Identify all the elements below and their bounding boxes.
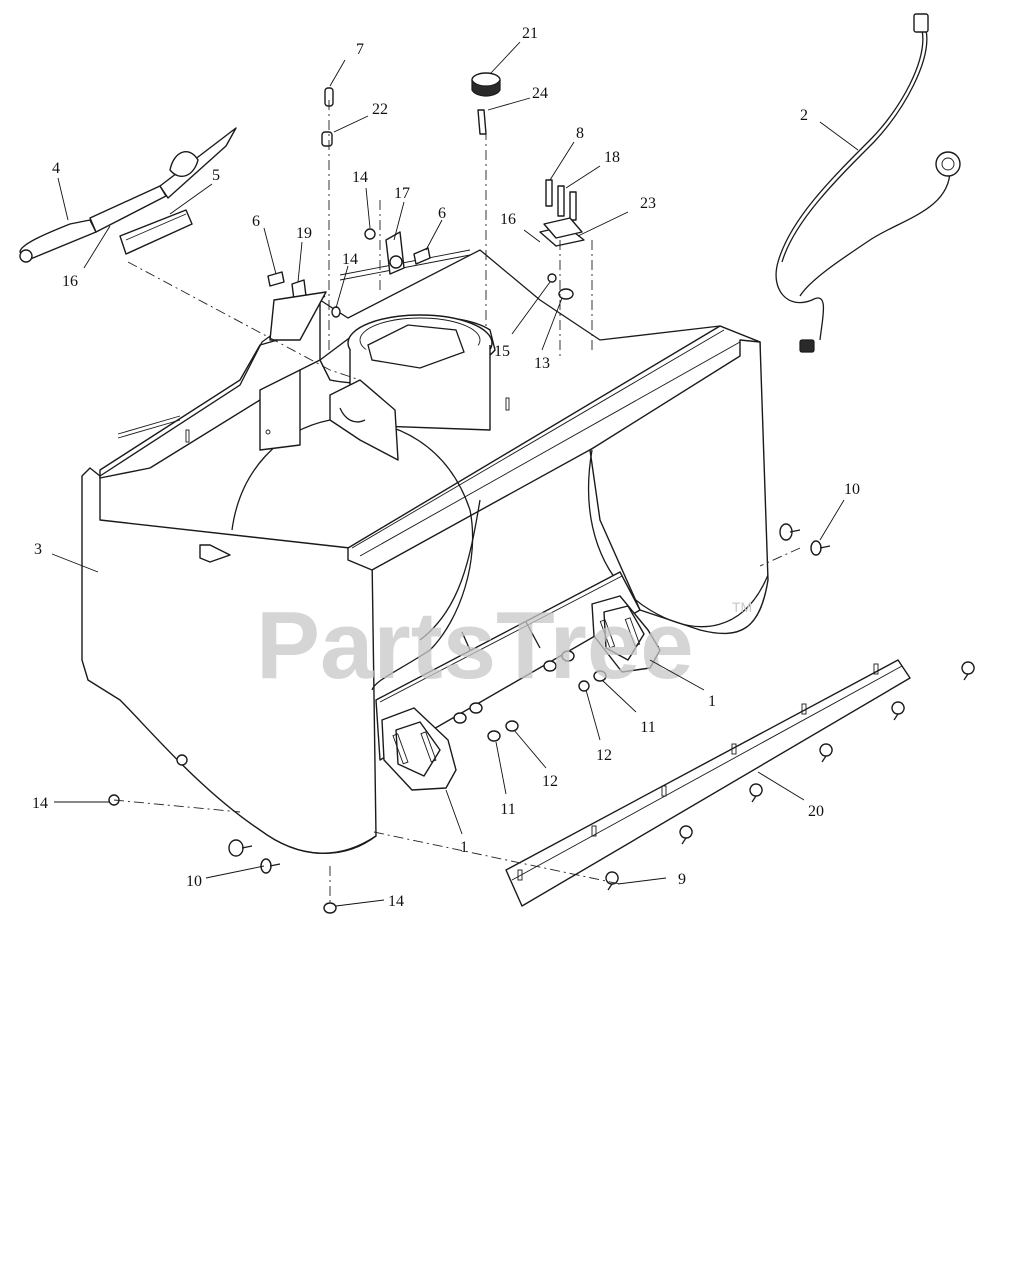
wire-harness bbox=[775, 13, 961, 353]
callout-11-right: 11 bbox=[640, 719, 655, 736]
callout-19: 19 bbox=[296, 225, 312, 242]
pin-bushing bbox=[321, 87, 334, 147]
callout-5: 5 bbox=[212, 167, 220, 184]
chute-crank bbox=[19, 127, 237, 263]
callout-21: 21 bbox=[522, 25, 538, 42]
callout-11-left: 11 bbox=[500, 801, 515, 818]
callout-14-mid: 14 bbox=[342, 251, 358, 268]
parts-tree-watermark: PartsTree TM bbox=[256, 592, 752, 699]
callout-3: 3 bbox=[34, 541, 42, 558]
watermark-brand: PartsTree bbox=[256, 592, 694, 699]
callout-12-right: 12 bbox=[596, 747, 612, 764]
callout-6-right: 6 bbox=[438, 205, 446, 222]
callout-1-right: 1 bbox=[708, 693, 716, 710]
callout-leaders bbox=[51, 41, 859, 907]
upper-hardware bbox=[267, 231, 431, 341]
callout-7: 7 bbox=[356, 41, 364, 58]
callout-22: 22 bbox=[372, 101, 388, 118]
bolt-set bbox=[539, 179, 585, 300]
watermark-trademark: TM bbox=[732, 599, 752, 615]
callout-15: 15 bbox=[494, 343, 510, 360]
crank-bracket bbox=[119, 209, 193, 255]
callout-16-right: 16 bbox=[500, 211, 516, 228]
callout-1-left: 1 bbox=[460, 839, 468, 856]
callout-16-left: 16 bbox=[62, 273, 78, 290]
callout-2: 2 bbox=[800, 107, 808, 124]
callout-17: 17 bbox=[394, 185, 410, 202]
callout-10-left: 10 bbox=[186, 873, 202, 890]
callout-23: 23 bbox=[640, 195, 656, 212]
callout-4: 4 bbox=[52, 160, 60, 177]
callout-24: 24 bbox=[532, 85, 548, 102]
callout-14-bottom: 14 bbox=[388, 893, 404, 910]
callout-14-left: 14 bbox=[32, 795, 48, 812]
scraper-bar bbox=[505, 659, 911, 907]
callout-8: 8 bbox=[576, 125, 584, 142]
callout-9: 9 bbox=[678, 871, 686, 888]
callout-14-top: 14 bbox=[352, 169, 368, 186]
skid-shoe-right bbox=[591, 595, 661, 673]
callout-20: 20 bbox=[808, 803, 824, 820]
callout-6-left: 6 bbox=[252, 213, 260, 230]
washers-nuts bbox=[453, 621, 607, 742]
auger-housing bbox=[81, 249, 769, 854]
chute-cap bbox=[471, 72, 501, 135]
callout-12-left: 12 bbox=[542, 773, 558, 790]
chute-ring bbox=[259, 314, 496, 461]
skid-shoe-left bbox=[381, 707, 457, 791]
nuts-14 bbox=[108, 228, 376, 914]
callout-18: 18 bbox=[604, 149, 620, 166]
callout-labels: 7 21 24 22 2 8 18 4 5 14 17 6 6 19 16 23… bbox=[32, 25, 860, 910]
callout-13: 13 bbox=[534, 355, 550, 372]
bolts-10 bbox=[228, 523, 831, 874]
callout-10-right: 10 bbox=[844, 481, 860, 498]
assembly-lines bbox=[113, 100, 801, 906]
